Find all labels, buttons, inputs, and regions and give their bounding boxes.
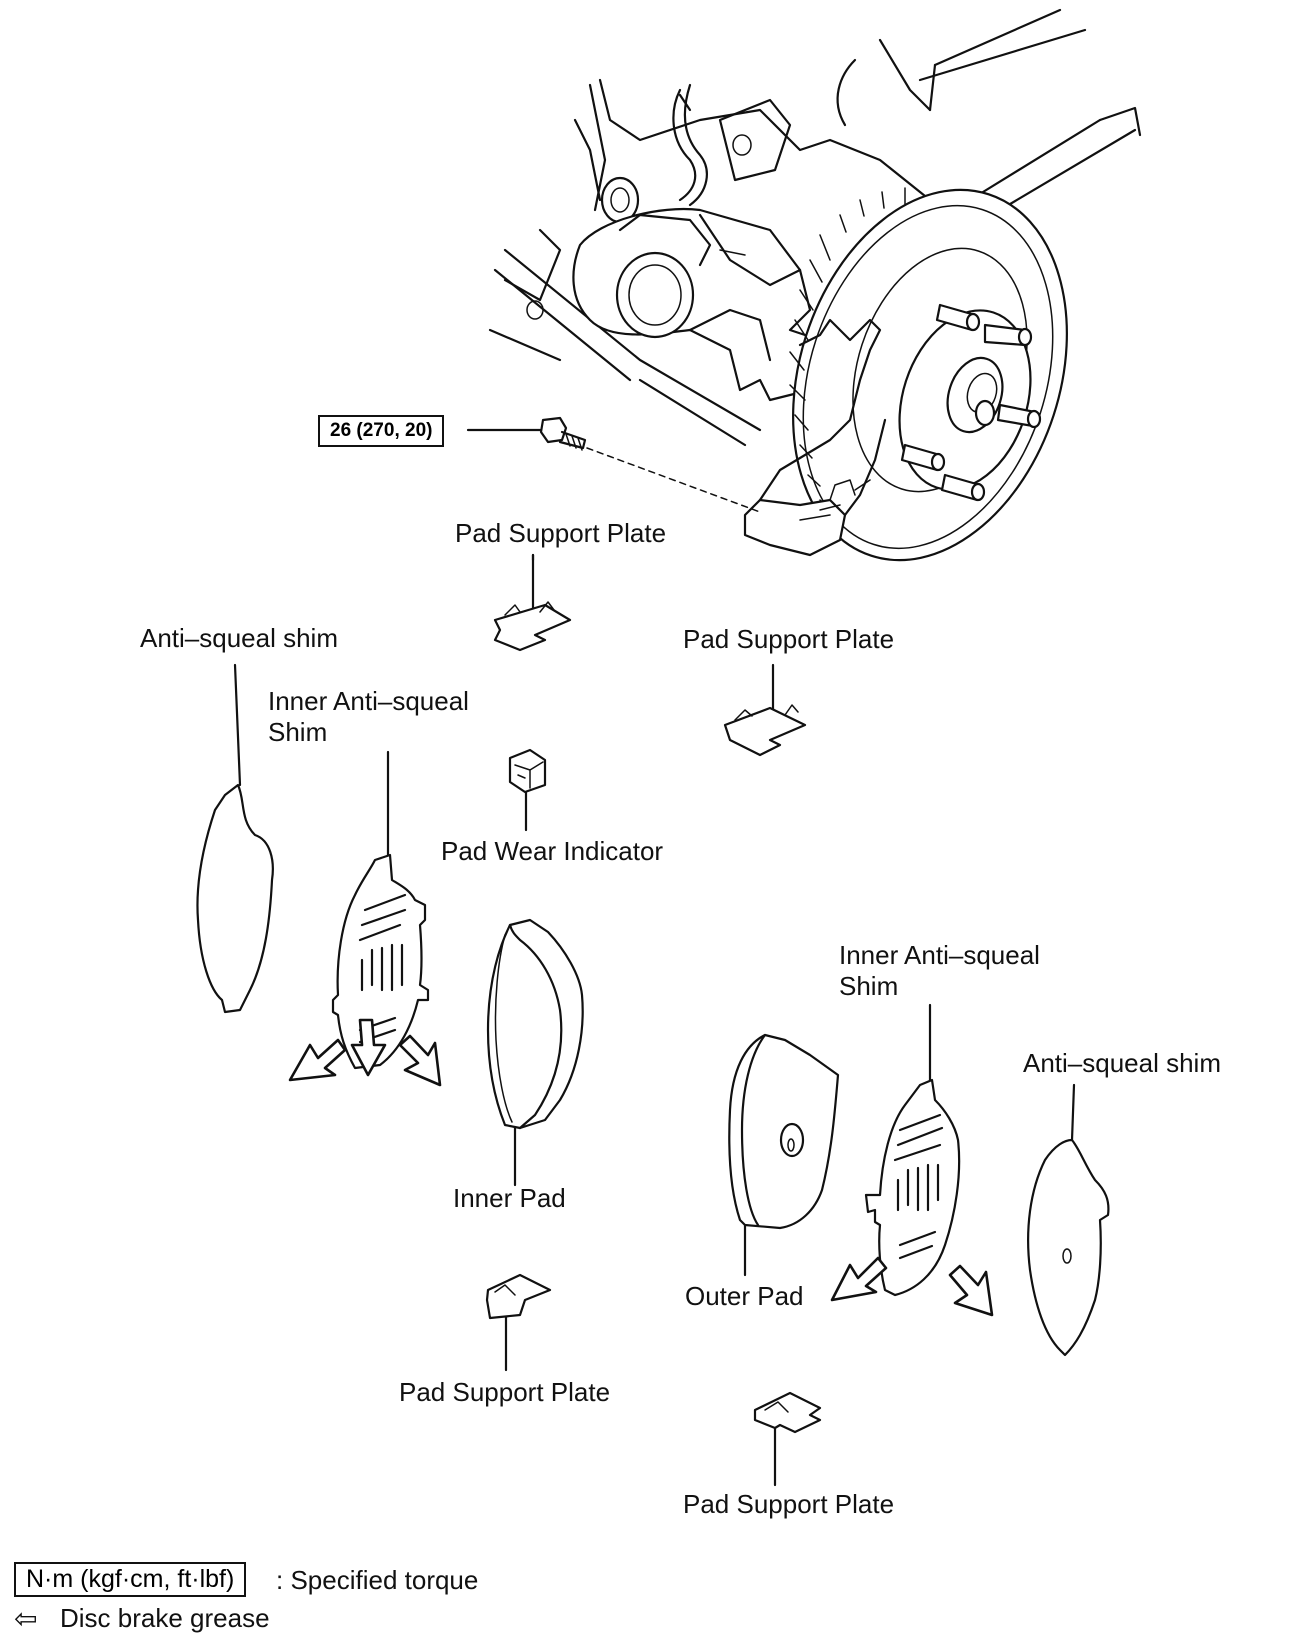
label-inner-anti-squeal-shim-right-1: Inner Anti–squeal xyxy=(839,940,1040,970)
legend-unit-description: : Specified torque xyxy=(276,1565,479,1595)
inner-anti-squeal-shim-left-part xyxy=(331,750,430,1070)
label-inner-anti-squeal-shim-right-2: Shim xyxy=(839,971,899,1001)
label-inner-anti-squeal-shim-left-2: Shim xyxy=(268,717,328,747)
label-pad-wear-indicator: Pad Wear Indicator xyxy=(441,836,664,866)
grease-arrow-icon: ⇦ xyxy=(14,1603,38,1634)
pad-support-plate-bottom-left xyxy=(485,1273,552,1372)
label-outer-pad: Outer Pad xyxy=(685,1281,804,1311)
label-pad-support-plate-bottom-left: Pad Support Plate xyxy=(399,1377,611,1407)
label-pad-support-plate-right: Pad Support Plate xyxy=(683,624,895,654)
pad-support-plate-top xyxy=(493,553,572,652)
label-anti-squeal-shim-left: Anti–squeal shim xyxy=(140,623,338,653)
torque-callout: 26 (270, 20) xyxy=(318,415,445,447)
outer-pad-part xyxy=(728,1033,840,1277)
pad-support-plate-bottom-right xyxy=(753,1391,822,1487)
label-pad-support-plate-bottom-right: Pad Support Plate xyxy=(683,1489,895,1519)
inner-pad-part xyxy=(486,918,584,1187)
anti-squeal-shim-right-part xyxy=(1027,1083,1110,1357)
pad-support-plate-right xyxy=(723,663,807,757)
legend-grease-description: Disc brake grease xyxy=(60,1603,270,1633)
label-inner-anti-squeal-shim-left-1: Inner Anti–squeal xyxy=(268,686,469,716)
label-pad-support-plate-top: Pad Support Plate xyxy=(455,518,667,548)
inner-anti-squeal-shim-right-part xyxy=(864,1003,961,1297)
knuckle-assembly xyxy=(488,8,1142,562)
label-anti-squeal-shim-right: Anti–squeal shim xyxy=(1023,1048,1221,1078)
anti-squeal-shim-left-part xyxy=(196,663,274,1014)
legend-unit-box: N·m (kgf·cm, ft·lbf) xyxy=(14,1562,247,1597)
caliper-bolt xyxy=(466,416,761,513)
grease-arrows-right xyxy=(830,1256,994,1317)
grease-arrows-left xyxy=(288,1018,442,1087)
pad-wear-indicator-part xyxy=(508,748,547,832)
label-inner-pad: Inner Pad xyxy=(453,1183,566,1213)
